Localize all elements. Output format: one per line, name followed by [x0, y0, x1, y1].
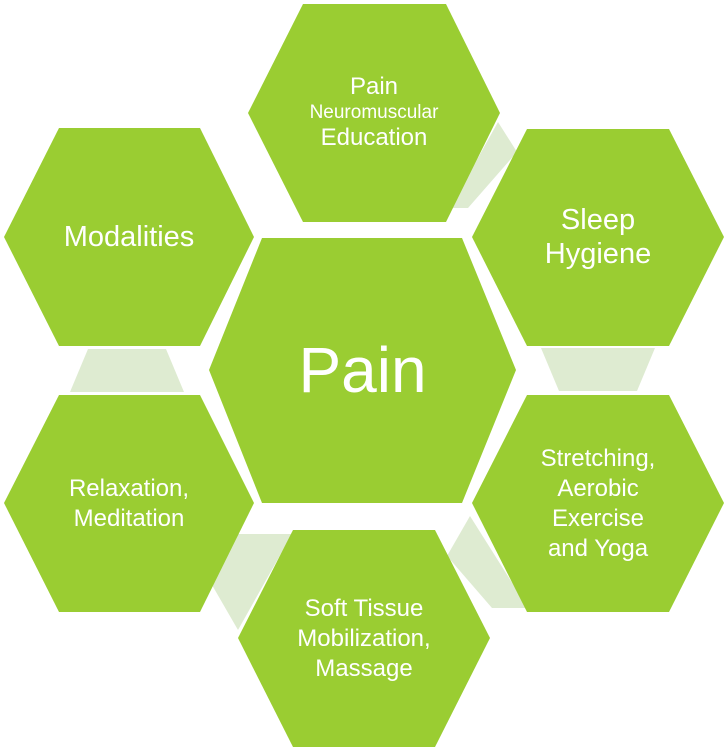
node-line: Hygiene: [544, 237, 652, 270]
connector-relaxation-to-modalities: [70, 349, 184, 392]
hex-bottom-right: [472, 395, 724, 612]
connector-softtissue-to-relaxation: [212, 534, 292, 630]
connector-sleep-to-stretching: [541, 348, 655, 391]
node-line: Mobilization,: [297, 624, 431, 652]
node-line: and Yoga: [547, 534, 649, 562]
hex-bottom: [238, 530, 490, 747]
node-line: Pain: [349, 72, 399, 100]
node-line: Soft Tissue: [304, 594, 424, 622]
node-line: Sleep: [560, 204, 636, 237]
node-modalities: Modalities: [4, 128, 254, 346]
hex-bottom-left: [4, 395, 254, 612]
node-stretching-aerobic-yoga: Stretching, Aerobic Exercise and Yoga: [472, 395, 724, 612]
connector-stretching-to-softtissue: [447, 516, 528, 608]
node-line: Meditation: [73, 504, 185, 532]
node-line: Stretching,: [540, 444, 656, 472]
hex-top: [248, 4, 500, 222]
hex-top-right: [472, 129, 724, 346]
center-label: Pain: [298, 334, 427, 407]
node-soft-tissue-massage: Soft Tissue Mobilization, Massage: [238, 530, 490, 747]
node-sleep-hygiene: Sleep Hygiene: [472, 129, 724, 346]
node-line: Modalities: [63, 220, 195, 253]
node-line: Neuromuscular: [309, 101, 439, 123]
node-relaxation-meditation: Relaxation, Meditation: [4, 395, 254, 612]
hex-top-left: [4, 128, 254, 346]
node-pain-neuromuscular-education: Pain Neuromuscular Education: [248, 4, 500, 222]
node-line: Education: [320, 124, 428, 152]
node-line: Massage: [315, 654, 413, 682]
node-line: Relaxation,: [68, 474, 190, 502]
connector-top-to-sleep: [450, 122, 517, 208]
node-line: Exercise: [551, 504, 645, 532]
node-line: Aerobic: [557, 474, 639, 502]
hex-center: [209, 238, 516, 503]
